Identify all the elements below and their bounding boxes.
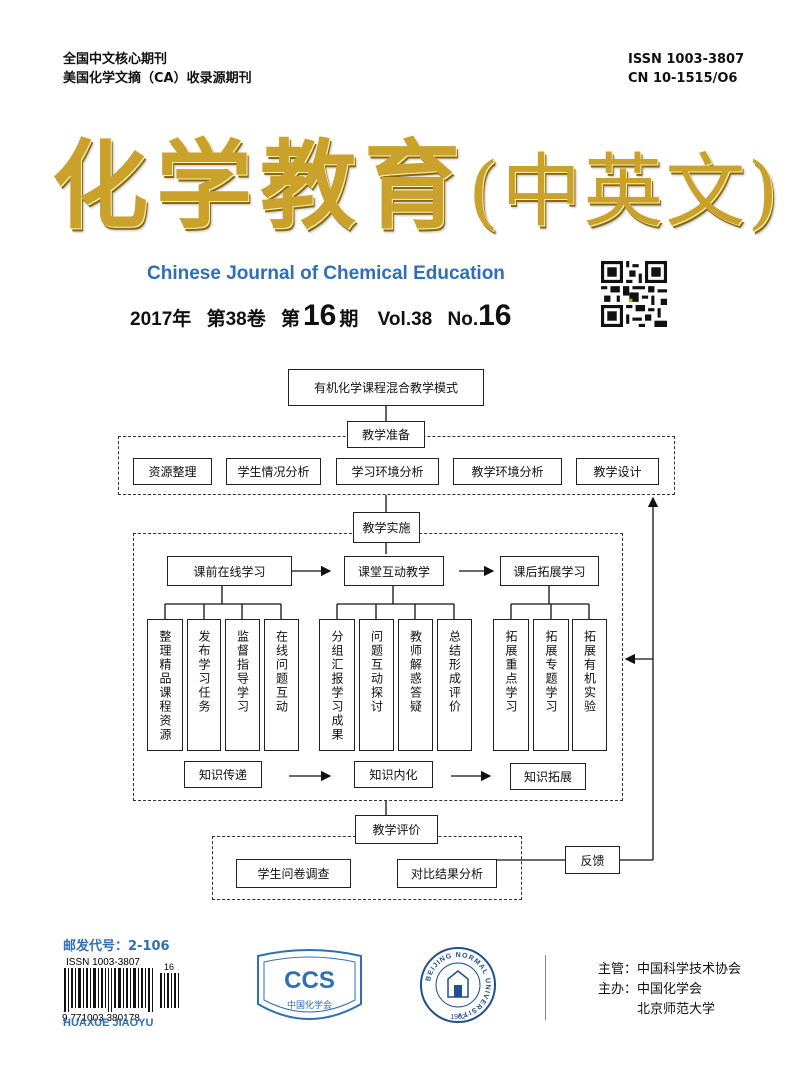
issue-volume: 第38卷 bbox=[206, 309, 266, 330]
group2-box: 总结形成评价 bbox=[437, 619, 472, 751]
issn-label: ISSN 1003-3807 bbox=[628, 52, 745, 67]
eval-item: 学生问卷调查 bbox=[236, 859, 351, 888]
footer-divider bbox=[545, 955, 546, 1020]
group1-box: 整理精品课程资源 bbox=[147, 619, 183, 751]
feedback-box: 反馈 bbox=[565, 846, 620, 874]
barcode-digits: 9 771003 380178 bbox=[62, 1013, 140, 1024]
bnu-year: 1902 bbox=[450, 1014, 466, 1021]
knowledge-box: 知识拓展 bbox=[510, 763, 586, 790]
prep-label: 教学准备 bbox=[347, 421, 425, 448]
group3-box: 拓展专题学习 bbox=[533, 619, 569, 751]
stage-box: 课后拓展学习 bbox=[500, 556, 599, 586]
issue-vol: Vol.38 bbox=[377, 309, 433, 330]
journal-english-title: Chinese Journal of Chemical Education bbox=[147, 263, 505, 284]
stage-box: 课前在线学习 bbox=[167, 556, 292, 586]
journal-title-main: 化学教育 bbox=[52, 129, 468, 242]
sponsor-line-2: 北京师范大学 bbox=[637, 1002, 716, 1017]
group3-box: 拓展有机实验 bbox=[572, 619, 607, 751]
group3-box: 拓展重点学习 bbox=[493, 619, 529, 751]
journal-title-paren: (中英文) bbox=[468, 145, 781, 238]
impl-label: 教学实施 bbox=[353, 512, 420, 543]
core-journal-label: 全国中文核心期刊 bbox=[63, 52, 168, 67]
journal-title: 化学教育(中英文) bbox=[52, 108, 780, 247]
postal-code: 邮发代号：2-106 bbox=[63, 939, 170, 954]
knowledge-box: 知识传递 bbox=[184, 761, 262, 788]
eval-label: 教学评价 bbox=[355, 815, 438, 844]
eval-item: 对比结果分析 bbox=[397, 859, 497, 888]
prep-item: 学习环境分析 bbox=[336, 458, 439, 485]
ccs-logo-icon: CCS 中国化学会 bbox=[257, 949, 362, 1020]
prep-item: 教学设计 bbox=[576, 458, 659, 485]
prep-item: 学生情况分析 bbox=[226, 458, 321, 485]
cn-label: CN 10-1515/O6 bbox=[628, 71, 738, 86]
issue-year: 2017年 bbox=[130, 309, 192, 330]
ccs-letters: CCS bbox=[284, 967, 335, 994]
group2-box: 分组汇报学习成果 bbox=[319, 619, 355, 751]
group2-box: 问题互动探讨 bbox=[359, 619, 394, 751]
prep-item: 教学环境分析 bbox=[453, 458, 562, 485]
prep-item: 资源整理 bbox=[133, 458, 212, 485]
bnu-seal-icon: BEIJING NORMAL UNIVERSITY 1902 bbox=[420, 947, 496, 1023]
knowledge-box: 知识内化 bbox=[354, 761, 433, 788]
diagram-top-box: 有机化学课程混合教学模式 bbox=[288, 369, 484, 406]
journal-pinyin: HUAXUE JIAOYU bbox=[63, 1017, 154, 1029]
stage-box: 课堂互动教学 bbox=[344, 556, 444, 586]
ccs-name: 中国化学会 bbox=[287, 999, 332, 1011]
group1-box: 监督指导学习 bbox=[225, 619, 260, 751]
barcode-issn: ISSN 1003-3807 bbox=[66, 957, 140, 968]
supervisor-line: 主管：中国科学技术协会 bbox=[598, 962, 742, 977]
issue-no: No.16 bbox=[447, 299, 512, 332]
qr-code-icon bbox=[601, 261, 667, 327]
group2-box: 教师解惑答疑 bbox=[398, 619, 433, 751]
barcode-icon: ISSN 1003-3807 16 9 771003 380178 bbox=[62, 957, 179, 1024]
group1-box: 在线问题互动 bbox=[264, 619, 299, 751]
ca-index-label: 美国化学文摘（CA）收录源期刊 bbox=[63, 71, 252, 86]
barcode-addon: 16 bbox=[164, 962, 174, 972]
group1-box: 发布学习任务 bbox=[187, 619, 221, 751]
sponsor-line: 主办：中国化学会 bbox=[598, 982, 703, 997]
